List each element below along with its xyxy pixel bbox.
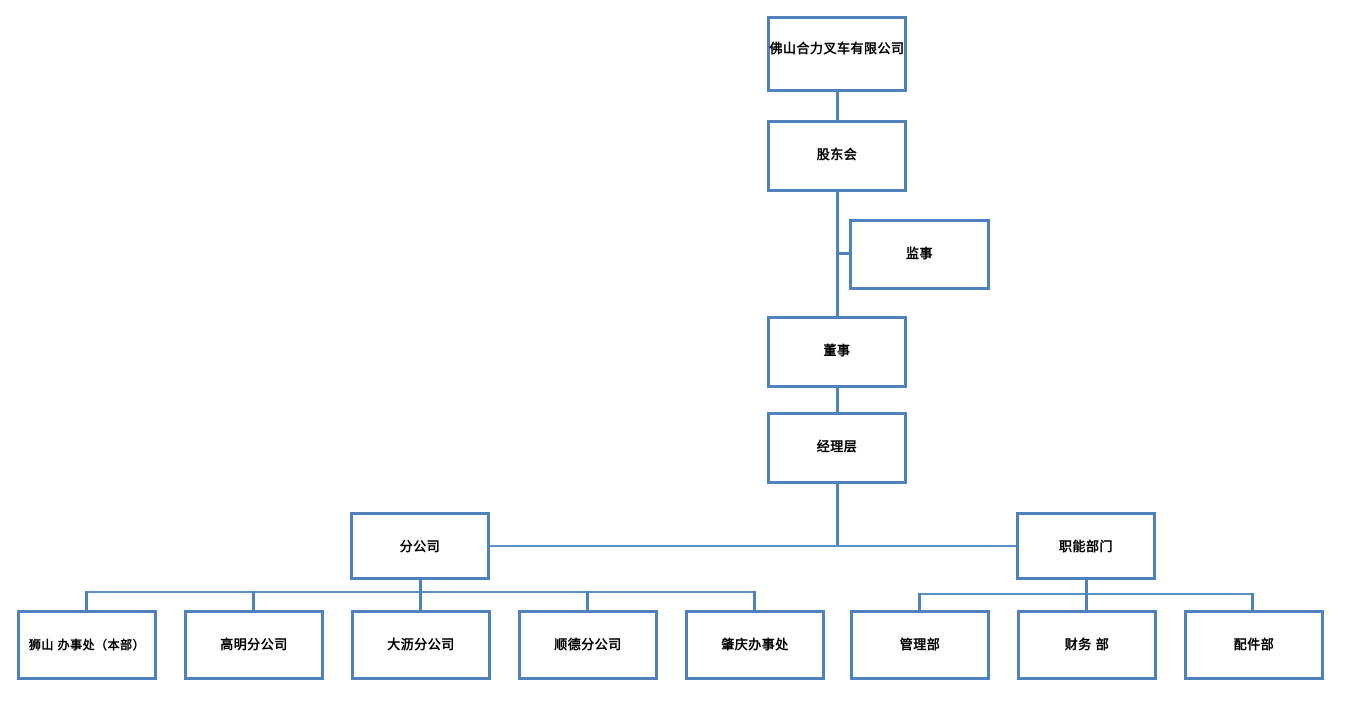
node-function-child-peijian[interactable]: 配件部 — [1184, 610, 1324, 680]
node-branch-child-shishan[interactable]: 狮山 办事处（本部） — [17, 610, 157, 680]
connector-drop-gaoming — [252, 591, 255, 612]
connector-drop-peijian — [1251, 593, 1254, 612]
connector-drop-shishan — [85, 591, 88, 612]
node-company-label: 佛山合力叉车有限公司 — [769, 41, 905, 56]
node-function-child-guanli[interactable]: 管理部 — [850, 610, 990, 680]
node-branch-child-zhaoqing[interactable]: 肇庆办事处 — [685, 610, 825, 680]
connector-drop-zhaoqing — [753, 591, 756, 612]
node-branch-child-shunde[interactable]: 顺德分公司 — [518, 610, 658, 680]
node-branches-label: 分公司 — [399, 539, 441, 554]
connector-drop-caiwu — [1085, 593, 1088, 612]
node-supervisor[interactable]: 监事 — [849, 219, 990, 290]
node-functions-label: 职能部门 — [1058, 539, 1113, 554]
node-branch-child-dali-label: 大沥分公司 — [387, 637, 455, 653]
node-branch-child-shunde-label: 顺德分公司 — [554, 637, 622, 653]
node-function-child-peijian-label: 配件部 — [1233, 637, 1275, 653]
node-branch-child-gaoming-label: 高明分公司 — [220, 637, 288, 653]
node-branch-child-dali[interactable]: 大沥分公司 — [351, 610, 491, 680]
connector-spine-to-supervisor — [836, 252, 852, 255]
node-branches[interactable]: 分公司 — [350, 512, 490, 580]
node-function-child-caiwu[interactable]: 财务 部 — [1017, 610, 1157, 680]
connector-management-to-trunk — [836, 484, 839, 546]
connector-company-to-shareholders — [836, 92, 839, 120]
connector-trunk-horizontal — [489, 545, 1017, 547]
node-supervisor-label: 监事 — [905, 246, 933, 261]
connector-drop-guanli — [918, 593, 921, 612]
node-function-child-caiwu-label: 财务 部 — [1064, 637, 1110, 653]
connector-director-to-management — [836, 388, 839, 412]
node-management-label: 经理层 — [816, 439, 858, 454]
node-branch-child-zhaoqing-label: 肇庆办事处 — [721, 637, 789, 653]
node-branch-child-shishan-label: 狮山 办事处（本部） — [28, 637, 146, 652]
connector-drop-shunde — [586, 591, 589, 612]
node-shareholders[interactable]: 股东会 — [767, 120, 907, 192]
connector-drop-dali — [419, 591, 422, 612]
node-function-child-guanli-label: 管理部 — [899, 637, 941, 653]
node-director[interactable]: 董事 — [767, 316, 907, 388]
node-management[interactable]: 经理层 — [767, 412, 907, 484]
node-company[interactable]: 佛山合力叉车有限公司 — [767, 16, 907, 92]
node-functions[interactable]: 职能部门 — [1016, 512, 1156, 580]
node-director-label: 董事 — [823, 343, 851, 358]
node-branch-child-gaoming[interactable]: 高明分公司 — [184, 610, 324, 680]
node-shareholders-label: 股东会 — [816, 147, 858, 162]
